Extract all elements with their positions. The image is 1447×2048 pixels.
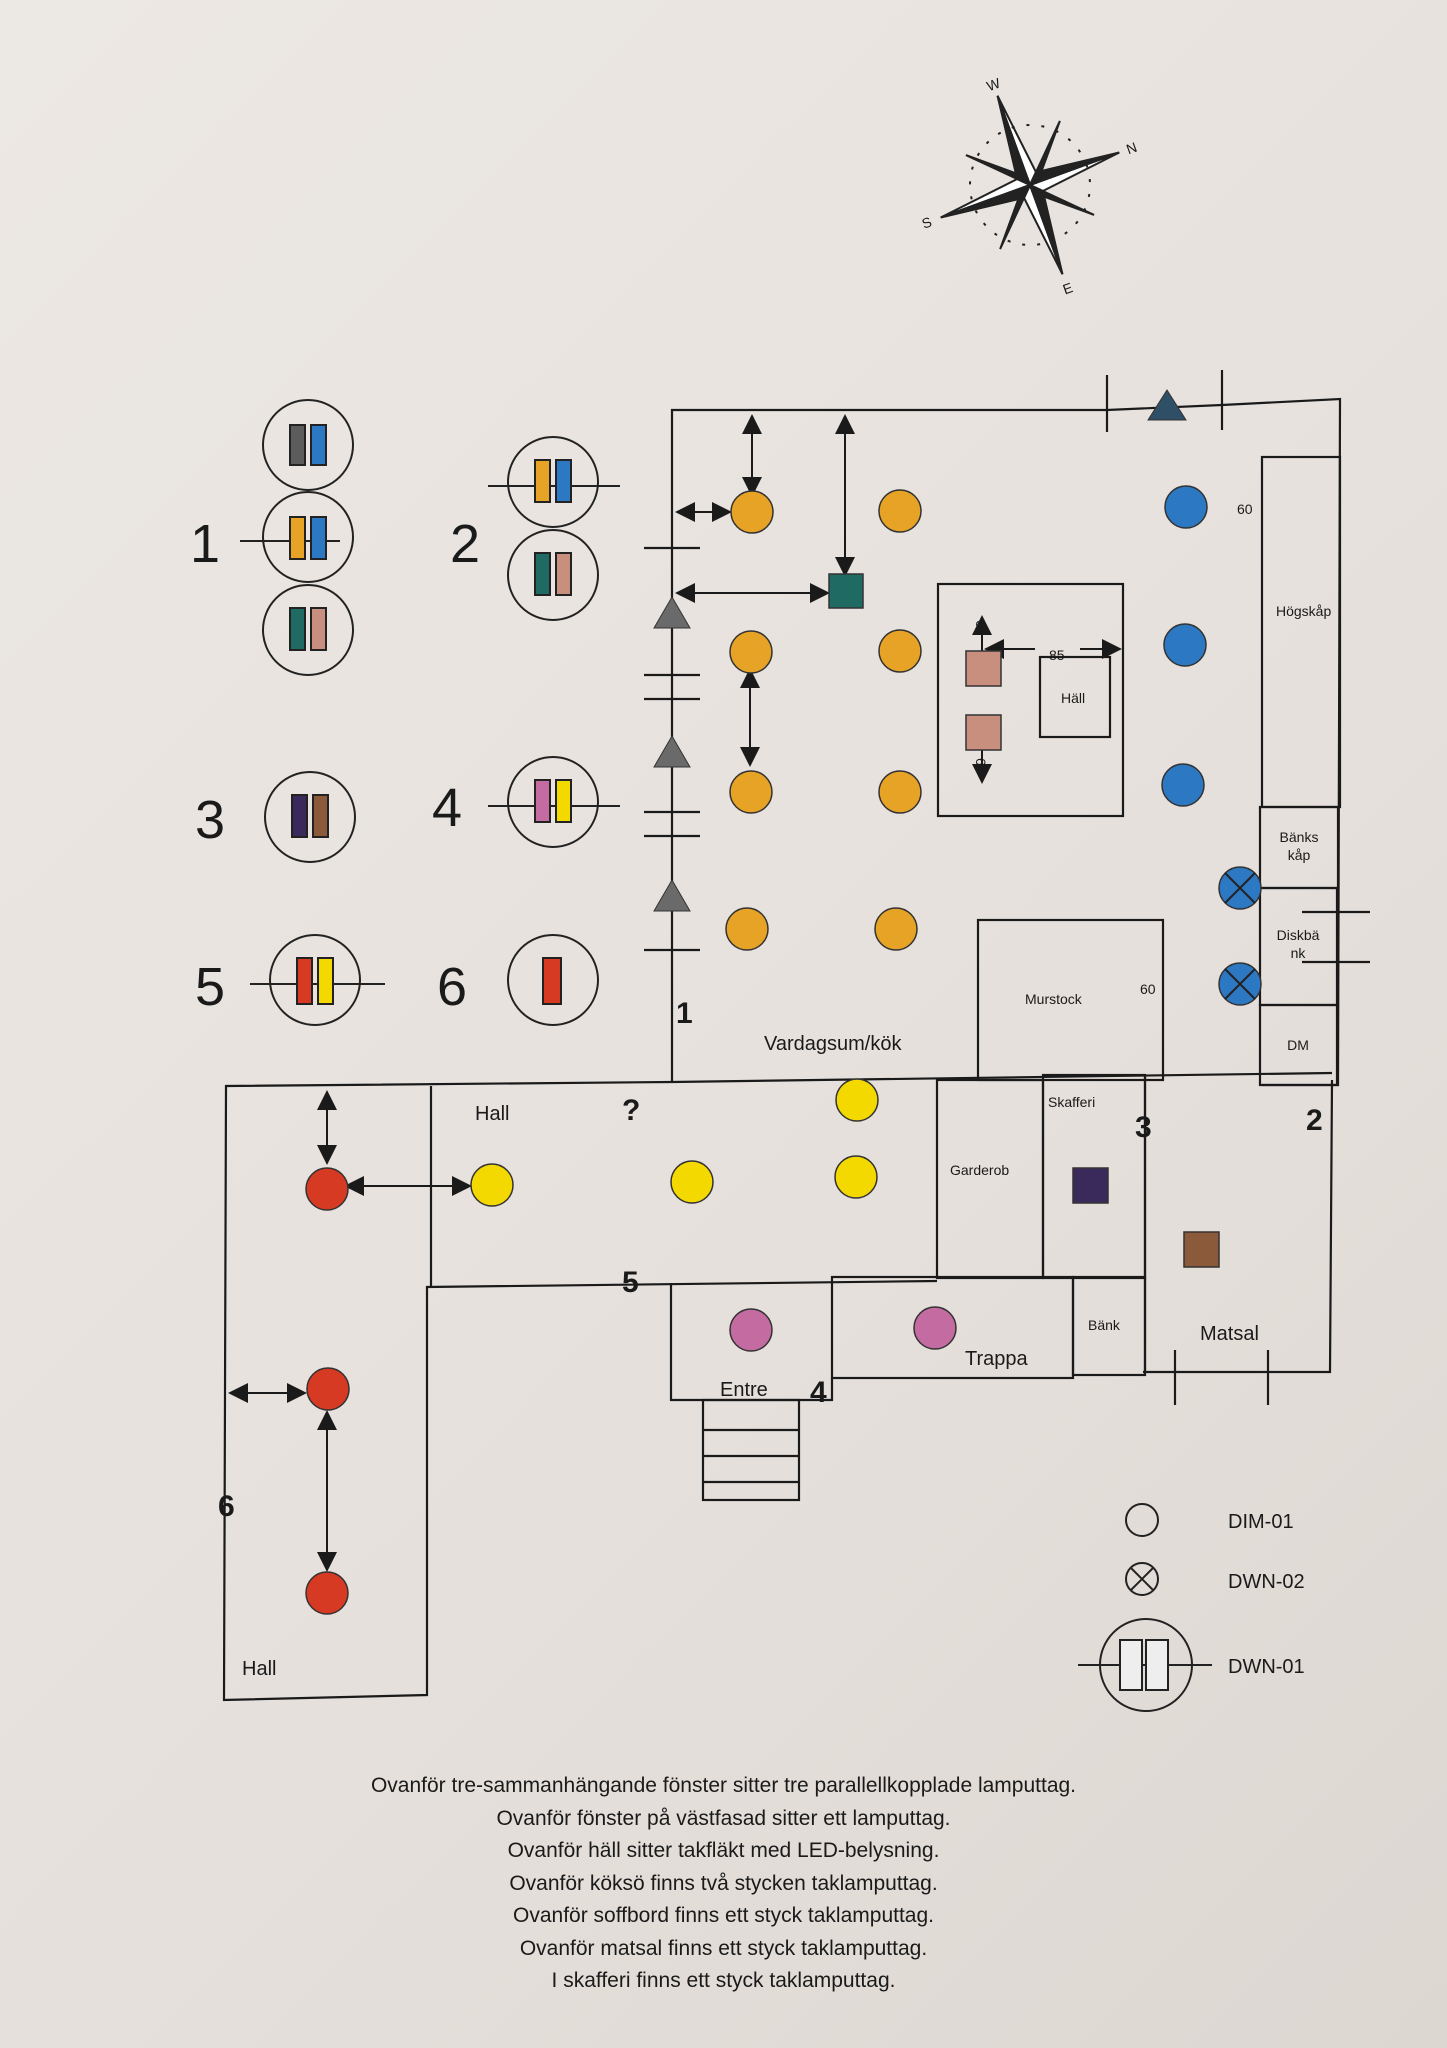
legend-group-5 [250, 934, 385, 1026]
symbol-legend [1078, 1503, 1212, 1712]
note-line: Ovanför soffbord finns ett styck taklamp… [513, 1904, 934, 1927]
dwn02-symbol-icon [1125, 1562, 1159, 1596]
room-label-living: Vardagsum/kök [764, 1033, 902, 1055]
room-label-bankskap-2: kåp [1288, 847, 1311, 863]
legend-group-6 [507, 934, 599, 1026]
room-label-entre: Entre [720, 1379, 768, 1401]
dim01-symbol-icon [1125, 1503, 1159, 1537]
room-label-dm: DM [1287, 1037, 1309, 1053]
dimension-85: 85 [1049, 647, 1065, 663]
legend-dim01-label: DIM-01 [1228, 1511, 1294, 1533]
circuit-marker-2: 2 [1306, 1104, 1323, 1137]
legend-group-1 [240, 399, 354, 676]
note-line: Ovanför tre-sammanhängande fönster sitte… [370, 1774, 1077, 1797]
distance-arrows [228, 414, 1122, 1572]
circuit-marker-1: 1 [676, 997, 693, 1030]
room-label-skafferi: Skafferi [1048, 1094, 1095, 1110]
ceiling-lamps [305, 485, 1262, 1615]
legend-number-3: 3 [195, 790, 225, 850]
room-label-murstock: Murstock [1025, 991, 1083, 1007]
dimension-60-d: 60 [973, 758, 989, 774]
room-label-diskbank: Diskbä [1277, 927, 1320, 943]
circuit-marker-3: 3 [1135, 1111, 1152, 1144]
dimension-60-b: 60 [1140, 981, 1156, 997]
dimension-60-c: 60 [973, 620, 989, 636]
legend-dwn02-label: DWN-02 [1228, 1571, 1305, 1593]
notes: Ovanför tre-sammanhängande fönster sitte… [0, 1770, 1447, 1998]
legend-group-3 [264, 771, 356, 863]
compass-label-s: S [920, 214, 934, 232]
note-line: Ovanför fönster på västfasad sitter ett … [496, 1806, 951, 1830]
circuit-marker-6: 6 [218, 1490, 235, 1523]
dwn01-symbol-icon [1078, 1618, 1212, 1712]
legend-group-4 [488, 756, 620, 848]
unknown-mark: ? [622, 1094, 640, 1127]
compass-rose-icon: W N S E [920, 74, 1139, 297]
wall-outlet-triangle-icon [653, 596, 691, 629]
compass-label-w: W [984, 74, 1003, 94]
legend-number-6: 6 [437, 957, 467, 1017]
legend-dwn01-label: DWN-01 [1228, 1656, 1305, 1678]
room-label-hall-top: Hall [475, 1103, 509, 1125]
room-label-trappa: Trappa [965, 1348, 1029, 1370]
compass-label-e: E [1060, 279, 1074, 297]
circuit-marker-5: 5 [622, 1266, 639, 1299]
legend-group-2 [488, 436, 620, 621]
wall-outlet-triangle-icon [1147, 389, 1187, 421]
legend-number-5: 5 [195, 957, 225, 1017]
compass-label-n: N [1124, 139, 1139, 157]
note-line: Ovanför köksö finns två stycken taklampu… [509, 1871, 938, 1895]
room-label-garderob: Garderob [950, 1162, 1009, 1178]
fixture-group-legend [240, 399, 620, 1026]
room-label-diskbank-2: nk [1291, 945, 1307, 961]
note-line: Ovanför matsal finns ett styck taklamput… [519, 1936, 928, 1960]
walls [222, 370, 1370, 1702]
room-label-bankskap: Bänks [1280, 829, 1319, 845]
dimension-60-a: 60 [1237, 501, 1253, 517]
legend-number-2: 2 [450, 514, 480, 574]
note-line: Ovanför häll sitter takfläkt med LED-bel… [507, 1839, 940, 1862]
note-line: I skafferi finns ett styck taklamputtag. [551, 1969, 896, 1992]
window-outlets [653, 389, 1187, 912]
wall-outlet-triangle-icon [653, 735, 691, 768]
legend-number-1: 1 [190, 514, 220, 574]
room-label-hall-cooktop: Häll [1061, 690, 1085, 706]
room-label-hogskap: Högskåp [1276, 603, 1331, 619]
room-label-bank: Bänk [1088, 1317, 1121, 1333]
room-label-hall-left: Hall [242, 1658, 276, 1680]
legend-number-4: 4 [432, 778, 462, 838]
dwn02-lamp-icon [1218, 866, 1262, 1006]
room-label-matsal: Matsal [1200, 1323, 1259, 1345]
circuit-marker-4: 4 [810, 1376, 827, 1409]
wall-outlet-triangle-icon [653, 879, 691, 912]
